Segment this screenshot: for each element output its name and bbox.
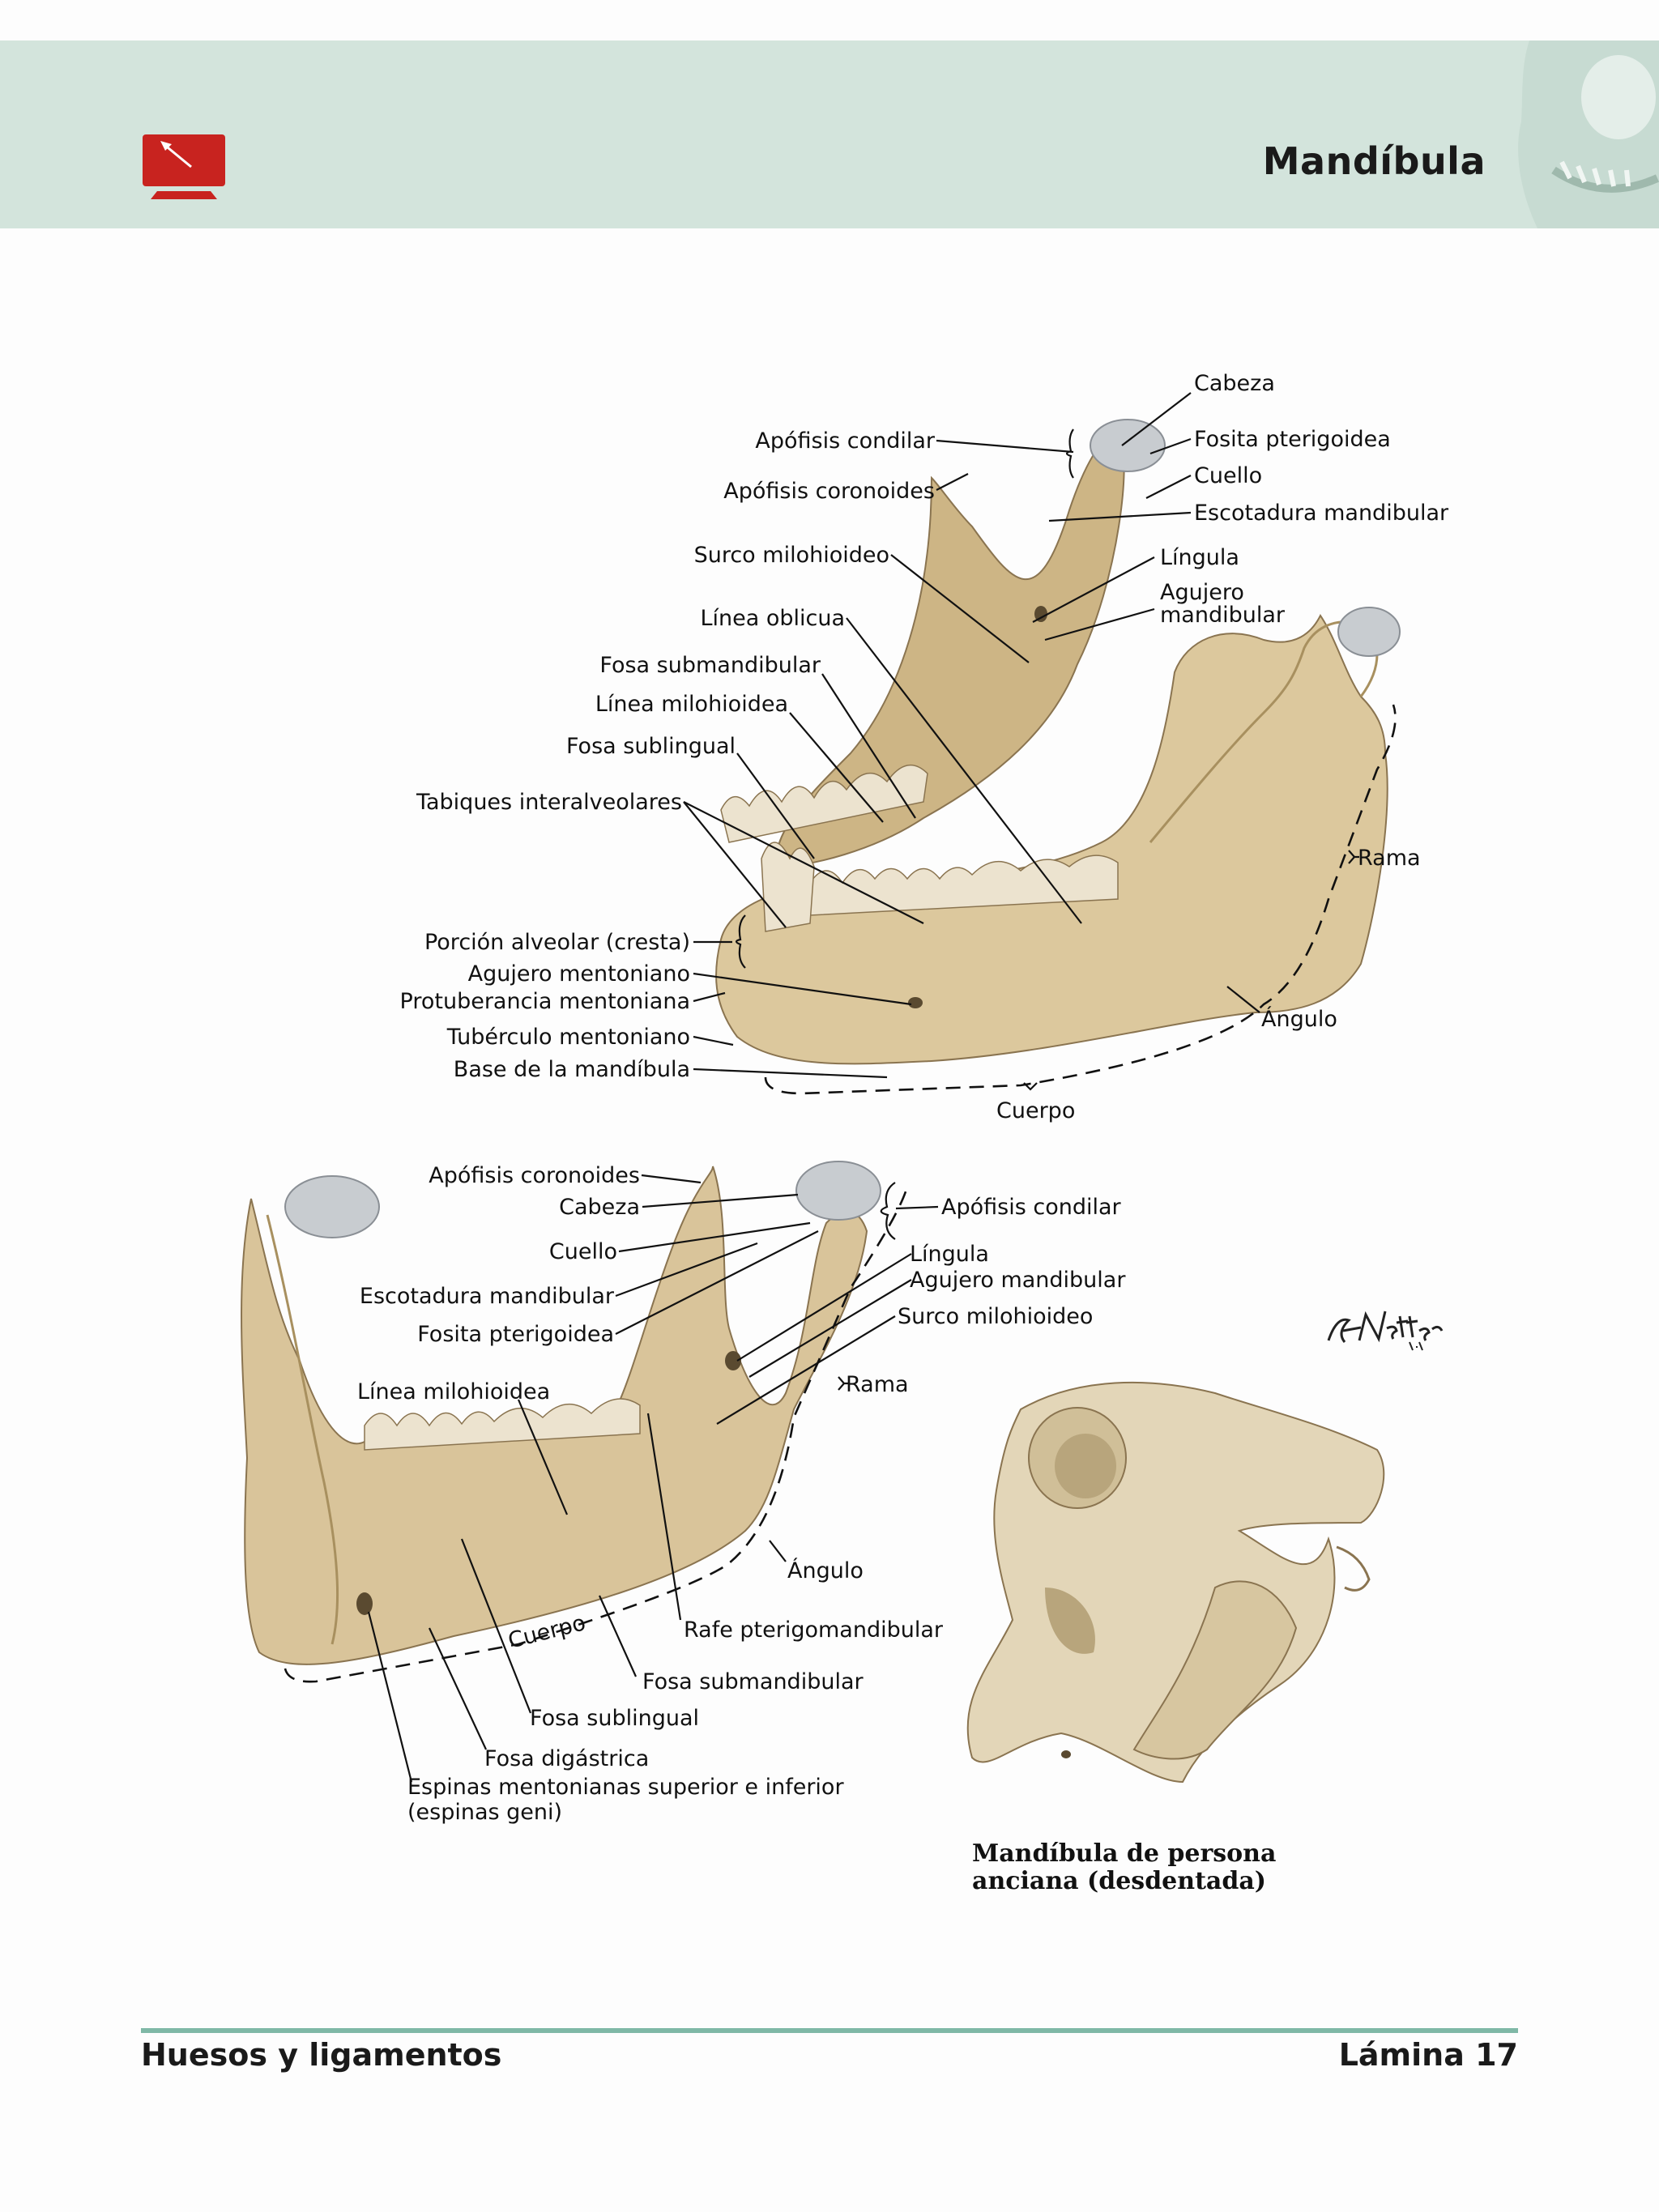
elderly-mandible-view: Mandíbula de persona anciana (desdentada…	[968, 1383, 1384, 1895]
label-fosita-pterigoidea: Fosita pterigoidea	[1194, 427, 1391, 452]
caption-line1: Mandíbula de persona	[972, 1839, 1276, 1868]
label-agujero-mentoniano: Agujero mentoniano	[468, 961, 690, 987]
label-surco-milohioideo-bottom: Surco milohioideo	[898, 1304, 1093, 1329]
label-cuello-bottom: Cuello	[549, 1239, 617, 1264]
label-escotadura-mandibular: Escotadura mandibular	[1194, 501, 1449, 526]
caption-line2: anciana (desdentada)	[972, 1867, 1266, 1895]
label-cabeza: Cabeza	[1194, 371, 1275, 396]
label-agujero-mandibular-1: Agujero	[1160, 580, 1244, 605]
label-escotadura-mandibular-bottom: Escotadura mandibular	[360, 1284, 615, 1309]
label-rama-bottom: Rama	[846, 1372, 909, 1397]
label-fosa-digastrica: Fosa digástrica	[484, 1746, 649, 1771]
label-angulo-bottom: Ángulo	[787, 1558, 864, 1583]
label-apofisis-coronoides: Apófisis coronoides	[723, 479, 935, 504]
label-agujero-mandibular-2: mandibular	[1160, 603, 1286, 628]
label-rafe-pterigomandibular: Rafe pterigomandibular	[684, 1617, 944, 1643]
netter-signature	[1328, 1311, 1442, 1350]
label-fosa-sublingual: Fosa sublingual	[566, 734, 736, 759]
label-angulo-top: Ángulo	[1261, 1006, 1337, 1032]
label-linea-oblicua: Línea oblicua	[700, 606, 845, 631]
label-surco-milohioideo: Surco milohioideo	[694, 543, 889, 568]
label-base-mandibula: Base de la mandíbula	[454, 1057, 690, 1082]
label-protuberancia-mentoniana: Protuberancia mentoniana	[400, 989, 690, 1014]
label-apofisis-coronoides-bottom: Apófisis coronoides	[429, 1163, 640, 1188]
footer-rule	[141, 2028, 1518, 2033]
label-fosita-pterigoidea-bottom: Fosita pterigoidea	[417, 1322, 614, 1347]
label-agujero-mandibular-bottom: Agujero mandibular	[910, 1268, 1126, 1293]
label-fosa-sublingual-bottom: Fosa sublingual	[530, 1706, 699, 1731]
label-lingula-bottom: Língula	[910, 1242, 989, 1267]
label-apofisis-condilar: Apófisis condilar	[755, 428, 936, 454]
label-espinas-mentonianas-1: Espinas mentonianas superior e inferior	[407, 1775, 844, 1800]
footer-section: Huesos y ligamentos	[141, 2037, 501, 2073]
footer-plate-number: Lámina 17	[1339, 2037, 1518, 2073]
label-tabiques-interalveolares: Tabiques interalveolares	[416, 790, 682, 815]
label-tuberculo-mentoniano: Tubérculo mentoniano	[446, 1025, 690, 1050]
label-cuerpo-top: Cuerpo	[996, 1098, 1075, 1123]
label-fosa-submandibular: Fosa submandibular	[599, 653, 821, 678]
label-espinas-mentonianas-2: (espinas geni)	[407, 1800, 562, 1825]
label-apofisis-condilar-bottom: Apófisis condilar	[941, 1195, 1122, 1220]
label-rama-top: Rama	[1358, 846, 1421, 871]
label-linea-milohioidea-bottom: Línea milohioidea	[357, 1379, 550, 1404]
label-linea-milohioidea: Línea milohioidea	[595, 692, 788, 717]
mandible-medial-view	[241, 1161, 881, 1664]
label-lingula: Língula	[1160, 545, 1239, 570]
label-porcion-alveolar: Porción alveolar (cresta)	[424, 930, 690, 955]
label-cuello: Cuello	[1194, 463, 1262, 488]
label-fosa-submandibular-bottom: Fosa submandibular	[642, 1669, 864, 1694]
label-cabeza-bottom: Cabeza	[559, 1195, 640, 1220]
